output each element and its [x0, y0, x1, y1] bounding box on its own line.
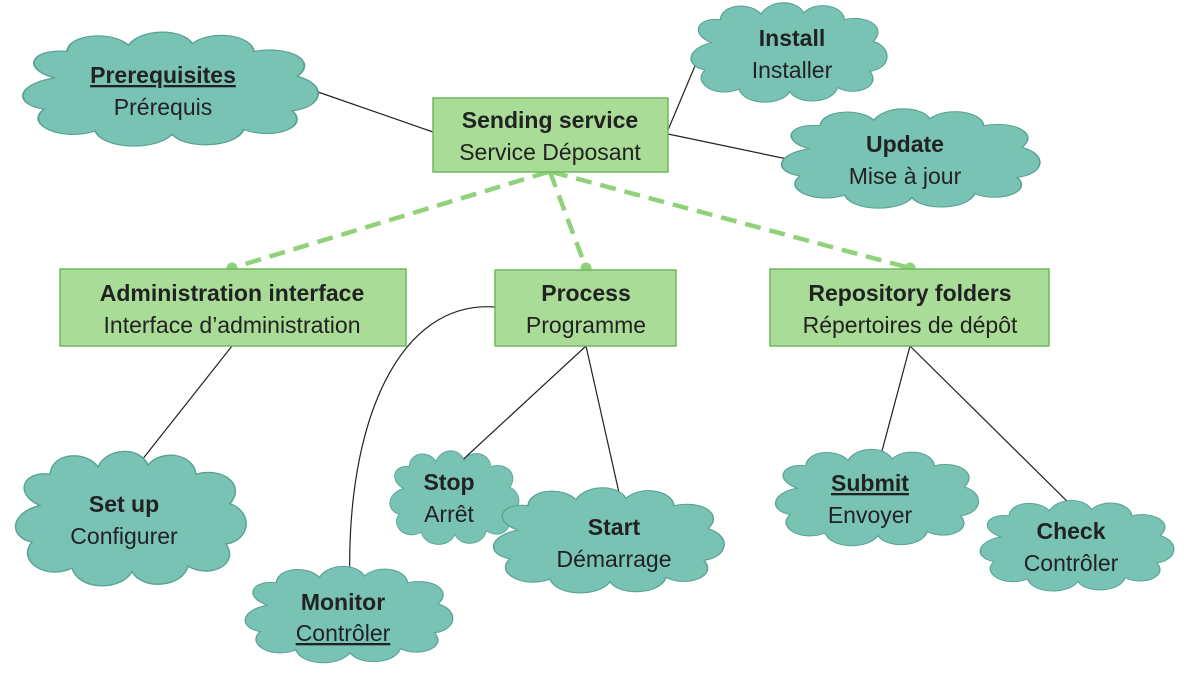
cloud-start: [492, 486, 725, 594]
dashed-link-repository: [551, 169, 911, 271]
cloud-stop-title: Stop: [423, 469, 474, 495]
cloud-update-title: Update: [866, 131, 944, 157]
cloud-check-subtitle: Contrôler: [1024, 550, 1119, 576]
box-process-title: Process: [541, 280, 631, 306]
cloud-monitor-subtitle: Contrôler: [296, 620, 391, 646]
cloud-stop: [389, 450, 520, 545]
cloud-set-up: [14, 450, 247, 587]
box-repository-folders: Repository folders Répertoires de dépôt: [769, 268, 1050, 347]
link-sending-install: [667, 53, 701, 131]
box-process: Process Programme: [494, 269, 677, 347]
cloud-submit-title: Submit: [831, 470, 909, 496]
dashed-link-process: [547, 171, 589, 269]
cloud-install: [690, 2, 888, 103]
box-sending-service-title: Sending service: [462, 107, 638, 133]
box-administration-interface-title: Administration interface: [100, 280, 365, 306]
cloud-install-subtitle: Installer: [752, 57, 833, 83]
box-sending-service-subtitle: Service Déposant: [459, 139, 641, 165]
cloud-set-up-title: Set up: [89, 491, 159, 517]
link-admin-setup: [133, 345, 233, 471]
box-administration-interface: Administration interface Interface d’adm…: [59, 268, 407, 347]
box-repository-folders-subtitle: Répertoires de dépôt: [803, 312, 1018, 338]
cloud-prerequisites-title: Prerequisites: [90, 62, 236, 88]
link-process-stop: [455, 345, 587, 467]
cloud-stop-subtitle: Arrêt: [424, 501, 474, 527]
box-administration-interface-subtitle: Interface d’administration: [104, 312, 361, 338]
link-process-monitor: [349, 306, 496, 586]
cloud-monitor-title: Monitor: [301, 589, 385, 615]
box-sending-service: Sending service Service Déposant: [432, 97, 669, 173]
box-repository-folders-title: Repository folders: [808, 280, 1011, 306]
link-sending-update: [667, 133, 793, 161]
cloud-update: [780, 107, 1041, 209]
link-process-start: [585, 345, 623, 507]
cloud-set-up-subtitle: Configurer: [70, 523, 178, 549]
cloud-check-title: Check: [1036, 518, 1105, 544]
box-process-subtitle: Programme: [526, 312, 646, 338]
cloud-start-subtitle: Démarrage: [556, 546, 671, 572]
dashed-link-admin: [231, 169, 549, 271]
link-repository-submit: [877, 345, 911, 467]
link-sending-prerequisites: [317, 91, 434, 133]
cloud-submit: [774, 448, 980, 547]
cloud-prerequisites-subtitle: Prérequis: [114, 94, 212, 120]
link-repository-check: [909, 345, 1081, 515]
cloud-start-title: Start: [588, 514, 641, 540]
cloud-submit-subtitle: Envoyer: [828, 502, 913, 528]
cloud-prerequisites: [22, 31, 320, 148]
cloud-check: [979, 499, 1175, 592]
cloud-install-title: Install: [759, 25, 825, 51]
connectors: [133, 53, 1081, 586]
cloud-update-subtitle: Mise à jour: [849, 163, 962, 189]
dashed-links: [231, 169, 911, 271]
